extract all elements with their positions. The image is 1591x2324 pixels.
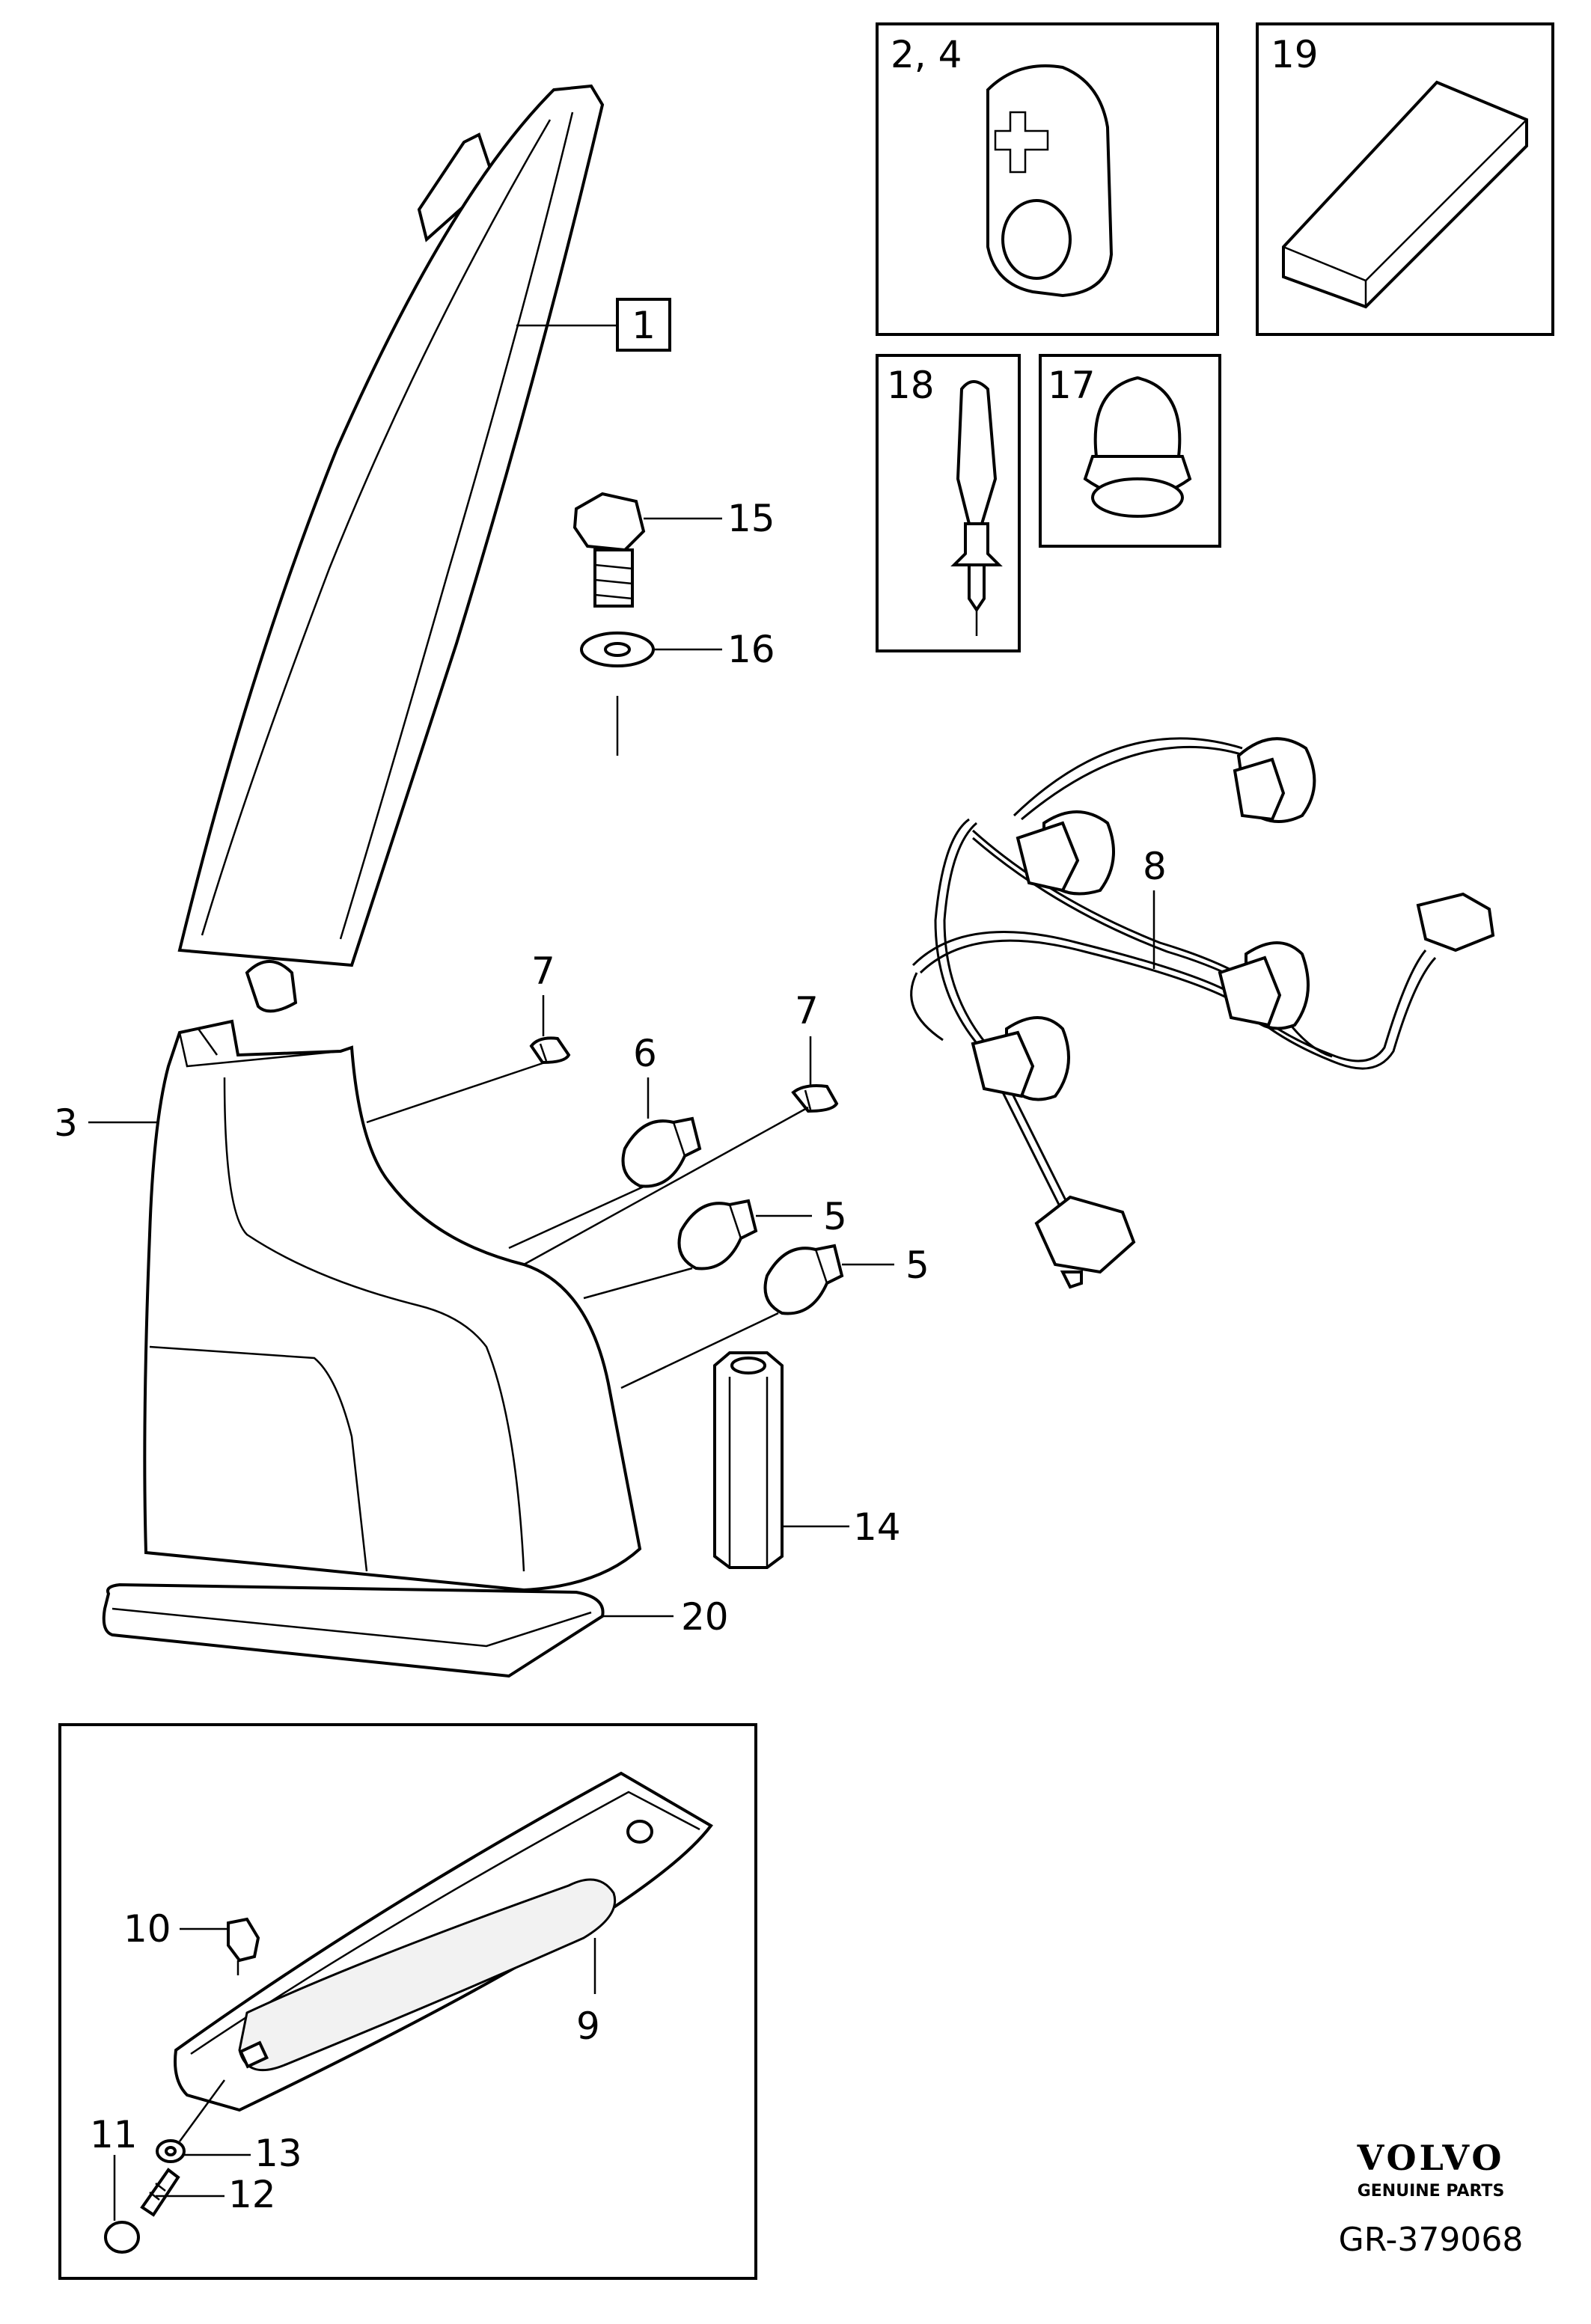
small-bulb-7-right: 7 <box>523 989 839 1266</box>
bulb-5-lower: 5 <box>620 1244 929 1389</box>
callout-15-label: 15 <box>727 497 775 540</box>
lamp-housing-3 <box>143 1019 642 1592</box>
seal-20: 20 <box>102 1583 729 1678</box>
upper-lamp-lens <box>177 84 605 1013</box>
callout-11-label: 11 <box>90 2113 138 2156</box>
callout-12-label: 12 <box>228 2173 276 2216</box>
callout-10-label: 10 <box>123 1907 171 1951</box>
callout-16-label: 16 <box>727 628 775 671</box>
wiring-harness-8: 8 <box>910 737 1495 1289</box>
callout-5a-label: 5 <box>823 1195 847 1238</box>
callout-2-4-label: 2, 4 <box>891 33 962 76</box>
bulb-6: 6 <box>508 1032 702 1250</box>
callout-7b-label: 7 <box>795 989 819 1033</box>
callout-8-label: 8 <box>1143 845 1167 888</box>
callout-9-label: 9 <box>576 2005 600 2048</box>
inset-box-9-13: 9 10 13 12 11 <box>58 1723 757 2280</box>
inset-box-17: 17 <box>1039 354 1221 548</box>
callout-3: 3 <box>54 1101 157 1145</box>
diagram-code: GR-379068 <box>1339 2221 1524 2259</box>
inset-box-19: 19 <box>1256 22 1554 336</box>
callout-19-label: 19 <box>1271 33 1319 76</box>
inset-box-18: 18 <box>876 354 1021 652</box>
callout-5b-label: 5 <box>906 1244 929 1287</box>
brand-tagline: GENUINE PARTS <box>1358 2182 1505 2201</box>
small-bulb-7-left: 7 <box>366 950 571 1124</box>
bulb-5-upper: 5 <box>583 1195 847 1300</box>
washer-13: 13 <box>156 2079 302 2175</box>
callout-6-label: 6 <box>633 1032 657 1075</box>
callout-20-label: 20 <box>681 1595 729 1639</box>
brand-name: VOLVO <box>1357 2138 1505 2178</box>
screw-12: 12 <box>140 2168 276 2217</box>
brand-logo: VOLVO GENUINE PARTS <box>1357 2138 1505 2201</box>
callout-17-label: 17 <box>1048 364 1096 407</box>
inset-box-2-4: 2, 4 <box>876 22 1219 336</box>
clip-10: 10 <box>123 1907 260 1975</box>
callout-1-label: 1 <box>632 304 656 347</box>
callout-14-label: 14 <box>853 1505 901 1549</box>
callout-7a-label: 7 <box>531 950 555 993</box>
screw-15: 15 <box>572 492 775 608</box>
callout-13-label: 13 <box>254 2132 302 2175</box>
callout-18-label: 18 <box>887 364 935 407</box>
lamp-9: 9 <box>174 1771 713 2112</box>
spacer-14: 14 <box>713 1351 901 1569</box>
callout-3-label: 3 <box>54 1101 78 1145</box>
callout-1: 1 <box>516 298 671 352</box>
washer-16: 16 <box>580 628 775 756</box>
cap-11: 11 <box>90 2113 140 2254</box>
